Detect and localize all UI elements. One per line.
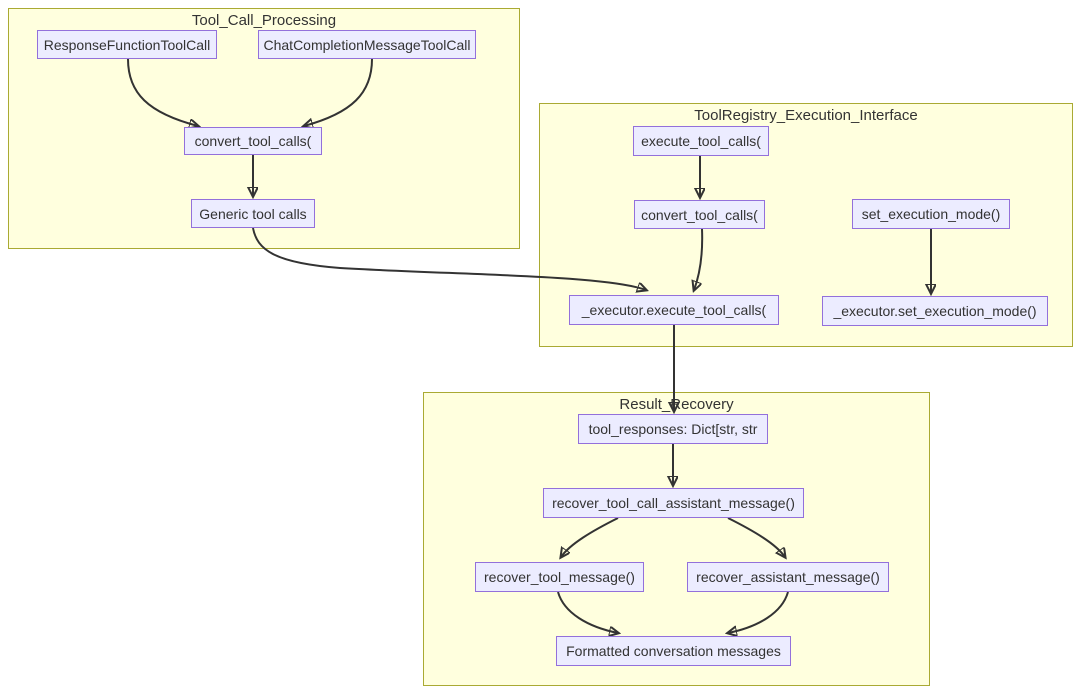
node-execute-tool-calls: execute_tool_calls(: [633, 126, 769, 156]
subgraph-title-tool-call-processing: Tool_Call_Processing: [191, 12, 337, 29]
subgraph-title-toolregistry-execution-interface: ToolRegistry_Execution_Interface: [694, 107, 918, 124]
node-formatted-conversation-messages: Formatted conversation messages: [556, 636, 791, 666]
node-generic-tool-calls: Generic tool calls: [191, 199, 315, 228]
node-response-function-tool-call: ResponseFunctionToolCall: [37, 30, 217, 59]
subgraph-title-result-recovery: Result_Recovery: [619, 396, 734, 413]
node-executor-set-execution-mode: _executor.set_execution_mode(): [822, 296, 1048, 326]
node-recover-tool-message: recover_tool_message(): [475, 562, 644, 592]
node-convert-tool-calls-registry: convert_tool_calls(: [634, 200, 765, 229]
node-recover-tool-call-assistant-message: recover_tool_call_assistant_message(): [543, 488, 804, 518]
node-tool-responses: tool_responses: Dict[str, str: [578, 414, 768, 444]
node-recover-assistant-message: recover_assistant_message(): [687, 562, 889, 592]
node-chat-completion-message-tool-call: ChatCompletionMessageToolCall: [258, 30, 476, 59]
node-executor-execute-tool-calls: _executor.execute_tool_calls(: [569, 295, 779, 325]
node-set-execution-mode: set_execution_mode(): [852, 199, 1010, 229]
node-convert-tool-calls-processing: convert_tool_calls(: [184, 127, 322, 155]
